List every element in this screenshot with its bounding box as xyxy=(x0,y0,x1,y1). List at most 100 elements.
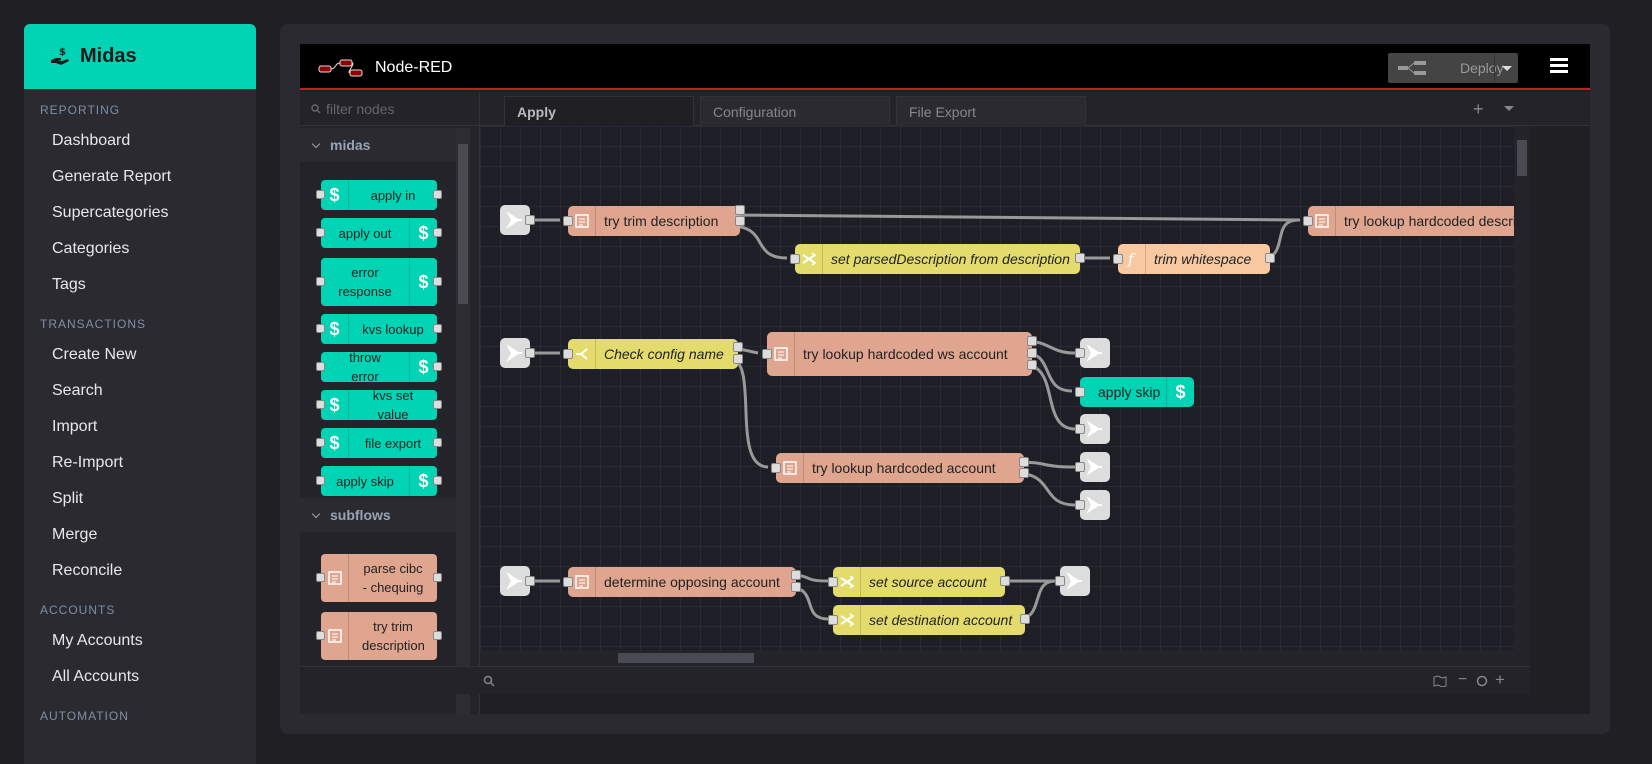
sidebar-item-re-import[interactable]: Re-Import xyxy=(52,454,124,471)
change-icon xyxy=(833,605,861,635)
sidebar-item-create-new[interactable]: Create New xyxy=(52,346,137,363)
sidebar-item-generate-report[interactable]: Generate Report xyxy=(52,168,172,185)
sidebar-item-categories[interactable]: Categories xyxy=(52,240,130,257)
filter-nodes-input[interactable]: filter nodes xyxy=(300,92,479,126)
palette-node-label: kvs set value xyxy=(372,388,414,422)
tab-list-icon[interactable] xyxy=(1504,106,1514,112)
link-arrow-icon xyxy=(1086,458,1102,476)
link-out-node[interactable] xyxy=(1075,338,1110,368)
zoom-out-icon[interactable]: − xyxy=(1458,671,1468,688)
main-menu-button[interactable] xyxy=(1550,58,1568,74)
palette-scrollbar[interactable] xyxy=(456,128,470,714)
workspace-tabs: Apply Configuration File Export + xyxy=(480,92,1590,126)
sidebar-item-split[interactable]: Split xyxy=(52,490,84,507)
palette-node-apply-in[interactable]: $apply in xyxy=(316,180,442,210)
flow-node-n1[interactable]: try trim description xyxy=(563,205,745,236)
link-out-node[interactable] xyxy=(1075,452,1110,482)
flow-node-label: trim whitespace xyxy=(1154,251,1252,267)
flow-node-n10[interactable]: set source account xyxy=(828,567,1010,597)
palette-subflow-label: try trim description xyxy=(362,619,425,653)
palette-node-kvs-set-value[interactable]: $kvs set value xyxy=(316,388,442,422)
flow-node-label: try trim description xyxy=(604,213,719,229)
add-tab-icon[interactable]: + xyxy=(1473,99,1484,119)
link-in-node[interactable] xyxy=(500,338,535,368)
flow-node-n7[interactable]: $apply skip xyxy=(1075,377,1194,407)
flow-node-label: try lookup hardcoded descrip xyxy=(1344,213,1514,229)
sidebar-item-all-accounts[interactable]: All Accounts xyxy=(52,668,140,685)
sidebar-item-dashboard[interactable]: Dashboard xyxy=(52,132,131,149)
deploy-button[interactable]: Deploy xyxy=(1388,53,1518,83)
flow-node-n5[interactable]: Check config name xyxy=(563,339,743,369)
sidebar-item-tags[interactable]: Tags xyxy=(52,276,86,293)
template-icon xyxy=(568,206,596,236)
palette-node-throw-error[interactable]: $ throw error xyxy=(316,350,442,384)
palette-node-label: throw error xyxy=(349,350,381,384)
zoom-in-icon[interactable]: + xyxy=(1495,670,1505,689)
palette-category-subflows[interactable]: subflows xyxy=(300,498,456,532)
node-red-title: Node-RED xyxy=(375,59,453,76)
function-icon: f xyxy=(1118,244,1146,274)
flow-node-label: determine opposing account xyxy=(604,574,780,590)
palette-node-kvs-lookup[interactable]: $ kvs lookup xyxy=(316,314,442,344)
palette-category-midas[interactable]: midas xyxy=(300,128,456,162)
sidebar-item-my-accounts[interactable]: My Accounts xyxy=(52,632,143,649)
palette-subflow-1[interactable]: try trim description xyxy=(316,612,442,660)
switch-icon xyxy=(568,339,596,369)
palette-node-error-response[interactable]: $error response xyxy=(316,258,442,306)
palette-node-label: apply out xyxy=(338,225,392,241)
palette-node-apply-skip[interactable]: $ apply skip xyxy=(316,466,442,496)
sidebar-item-supercategories[interactable]: Supercategories xyxy=(52,204,169,221)
deploy-icon xyxy=(1398,61,1426,75)
link-out-node[interactable] xyxy=(1075,490,1110,520)
tab-configuration[interactable]: Configuration xyxy=(700,96,890,126)
dollar-icon: $ xyxy=(409,352,437,382)
dollar-icon: $ xyxy=(321,428,349,458)
template-icon xyxy=(321,612,349,660)
palette-node-apply-out[interactable]: $apply out xyxy=(316,218,442,248)
template-icon xyxy=(568,567,596,597)
canvas-horizontal-scrollbar[interactable] xyxy=(480,650,1530,666)
filter-placeholder: filter nodes xyxy=(326,101,395,117)
map-icon[interactable] xyxy=(1433,675,1447,687)
sidebar-item-merge[interactable]: Merge xyxy=(52,526,98,543)
deploy-menu-button[interactable] xyxy=(1494,53,1518,83)
tab-apply[interactable]: Apply xyxy=(504,96,694,126)
flow-canvas[interactable]: try trim description set parsedDescriptio… xyxy=(480,126,1514,650)
flow-node-label: set parsedDescription from description xyxy=(831,251,1070,267)
node-palette: filter nodes midas$apply in$apply out$er… xyxy=(300,92,480,714)
template-icon xyxy=(1308,206,1336,236)
link-in-node[interactable] xyxy=(500,205,535,235)
tab-file-export[interactable]: File Export xyxy=(896,96,1086,126)
link-out-node[interactable] xyxy=(1075,414,1110,444)
dollar-icon: $ xyxy=(409,466,437,496)
palette-node-label: apply skip xyxy=(336,473,394,489)
flow-node-n6[interactable]: try lookup hardcoded ws account xyxy=(762,332,1037,376)
brand[interactable]: $ Midas xyxy=(24,24,256,89)
dollar-icon: $ xyxy=(321,180,349,210)
link-arrow-icon xyxy=(1086,344,1102,362)
palette-subflow-0[interactable]: parse cibc - chequing xyxy=(316,554,442,602)
flow-node-n4[interactable]: try lookup hardcoded descrip xyxy=(1303,206,1514,236)
flow-node-n8[interactable]: try lookup hardcoded account xyxy=(771,453,1029,483)
zoom-reset-icon[interactable] xyxy=(1476,675,1488,687)
flow-node-n3[interactable]: f trim whitespace xyxy=(1113,244,1275,274)
canvas-vertical-scrollbar[interactable] xyxy=(1514,126,1530,650)
sidebar-item-reconcile[interactable]: Reconcile xyxy=(52,562,123,579)
flow-node-n9[interactable]: determine opposing account xyxy=(563,567,801,597)
sidebar-item-import[interactable]: Import xyxy=(52,418,98,435)
link-arrow-icon xyxy=(506,211,522,229)
flow-node-n2[interactable]: set parsedDescription from description xyxy=(790,244,1085,274)
search-flows-icon[interactable] xyxy=(483,675,495,687)
flow-node-label: set source account xyxy=(869,574,987,590)
palette-node-label: kvs lookup xyxy=(362,321,424,337)
flow-node-n11[interactable]: set destination account xyxy=(828,605,1030,635)
palette-node-file-export[interactable]: $file export xyxy=(316,428,442,458)
editor-footer: − + xyxy=(300,666,1530,694)
flow-node-label: try lookup hardcoded ws account xyxy=(803,346,1008,362)
sidebar-item-search[interactable]: Search xyxy=(52,382,103,399)
link-out-node[interactable] xyxy=(1055,566,1090,596)
flow-node-label: Check config name xyxy=(604,346,724,362)
link-in-node[interactable] xyxy=(500,566,535,596)
dollar-icon: $ xyxy=(321,314,349,344)
flow-node-label: apply skip xyxy=(1098,384,1161,400)
